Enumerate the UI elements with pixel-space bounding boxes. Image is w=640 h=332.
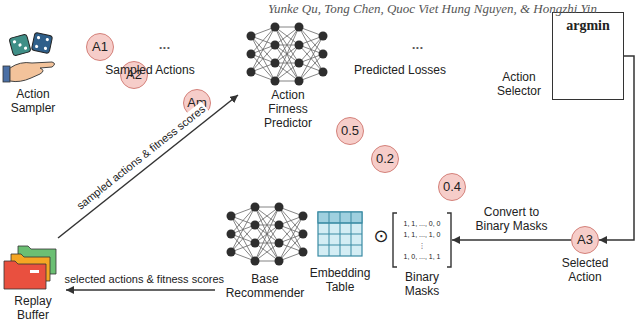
matrix-brackets — [393, 213, 451, 267]
node-caption: Embedding Table — [308, 266, 372, 294]
node-text: 1, 0, ..., 1, 1 — [392, 251, 452, 262]
node-caption: Base Recommender — [224, 272, 306, 300]
loss-circle: 0.5 — [336, 117, 364, 145]
ellipsis: ••• — [159, 43, 170, 52]
loss-circle: 0.4 — [438, 173, 466, 201]
node-caption: Selected Action — [555, 256, 615, 284]
node-caption: Action Selector — [490, 70, 548, 98]
ellipsis: ••• — [412, 43, 423, 52]
node-text: 0.2 — [376, 152, 394, 166]
binary-mask-node: 1, 1, ..., 0, 01, 1, ..., 1, 0⋮1, 0, ...… — [390, 212, 454, 298]
selector-node: Action Selectorargmin — [490, 12, 624, 100]
group-label: Predicted Losses — [354, 63, 446, 77]
node-text: 0.4 — [443, 180, 461, 194]
flow-arrow — [66, 289, 215, 291]
dice-hand-icon — [3, 32, 55, 82]
node-text: 0.5 — [341, 124, 359, 138]
replay-buffer-node: Replay Buffer — [0, 238, 66, 322]
edge-label: Convert to Binary Masks — [470, 205, 554, 233]
embedding-grid-icon — [318, 212, 362, 256]
caption-block: Action Selector — [490, 70, 552, 98]
node-text: A3 — [577, 233, 593, 247]
node-text: 1, 1, ..., 0, 0 — [392, 218, 452, 229]
recommender-node: Base Recommender — [215, 198, 315, 300]
loss-circle: 0.2 — [371, 145, 399, 173]
node-caption: Binary Masks — [390, 270, 454, 298]
neural-network-icon — [227, 203, 308, 266]
node-caption: Replay Buffer — [3, 294, 63, 322]
group-label: Sampled Actions — [105, 63, 194, 77]
predictor-node: Action Firness Predictor — [238, 18, 338, 130]
action-circle: A3 — [571, 226, 599, 254]
node-text: ⋮ — [392, 240, 452, 251]
caption-block: Binary Masks — [390, 270, 454, 298]
flow-arrow — [452, 239, 571, 241]
selected-action-node: A3Selected Action — [555, 226, 615, 284]
node-text: A1 — [92, 40, 108, 54]
action-circle: A1 — [86, 33, 114, 61]
caption-block: Selected Action — [555, 256, 615, 284]
edge-label: sampled actions & fitness scores — [73, 102, 210, 214]
flow-arrow — [58, 95, 238, 238]
node-text: 1, 1, ..., 1, 0 — [392, 229, 452, 240]
selector-box: argmin — [552, 12, 624, 100]
edge-label: selected actions & fitness scores — [63, 273, 227, 286]
node-caption: Action Firness Predictor — [257, 88, 319, 130]
folder-stack-icon — [4, 246, 56, 289]
operator-symbol: ⊙ — [373, 226, 388, 246]
mask-matrix: 1, 1, ..., 0, 01, 1, ..., 1, 0⋮1, 0, ...… — [392, 212, 452, 268]
author-header: Yunke Qu, Tong Chen, Quoc Viet Hung Nguy… — [268, 1, 597, 17]
node-caption: Action Sampler — [2, 87, 64, 115]
neural-network-icon — [247, 23, 328, 86]
embedding-node: Embedding Table — [308, 210, 372, 294]
sampler-node: Action Sampler — [2, 35, 64, 115]
